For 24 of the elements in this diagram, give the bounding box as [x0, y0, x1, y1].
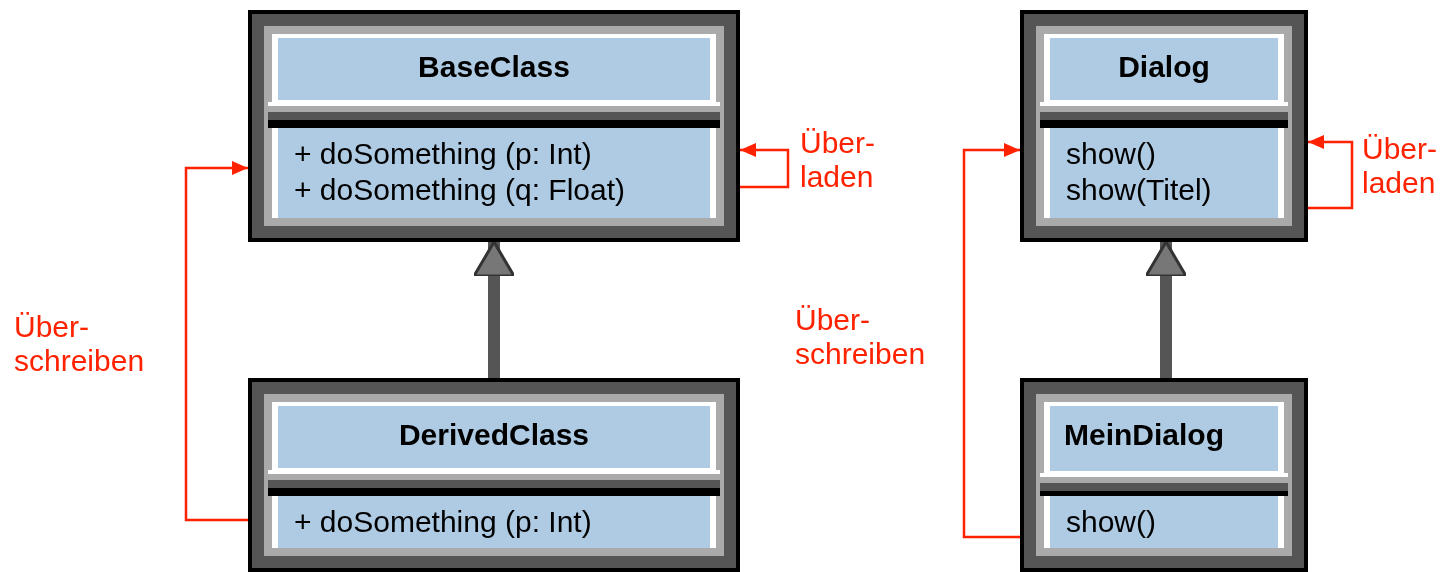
class-name: MeinDialog	[1050, 406, 1278, 471]
class-box	[248, 378, 740, 572]
method-text: + doSomething (p: Int)	[294, 504, 593, 540]
arrow	[1308, 135, 1354, 210]
method-text: show()	[1066, 504, 1157, 540]
edge-label: Über- schreiben	[14, 310, 145, 378]
edge-label: Über- laden	[800, 126, 875, 194]
arrow	[184, 161, 248, 522]
class-box	[248, 10, 740, 242]
arrow	[740, 143, 790, 189]
edge-label: Über- laden	[1362, 132, 1437, 200]
method-text: show()	[1066, 136, 1157, 172]
arrow	[962, 143, 1020, 539]
class-box	[1020, 10, 1308, 242]
class-name: Dialog	[1050, 38, 1278, 100]
class-box	[1020, 378, 1308, 572]
class-name: BaseClass	[278, 38, 710, 100]
inheritance-arrow	[1144, 240, 1188, 378]
inheritance-arrow	[472, 240, 516, 378]
class-name: DerivedClass	[278, 406, 710, 468]
method-text: show(Titel)	[1066, 172, 1213, 208]
edge-label: Über- schreiben	[795, 303, 926, 371]
method-text: + doSomething (p: Int)	[294, 136, 593, 172]
method-text: + doSomething (q: Float)	[294, 172, 626, 208]
